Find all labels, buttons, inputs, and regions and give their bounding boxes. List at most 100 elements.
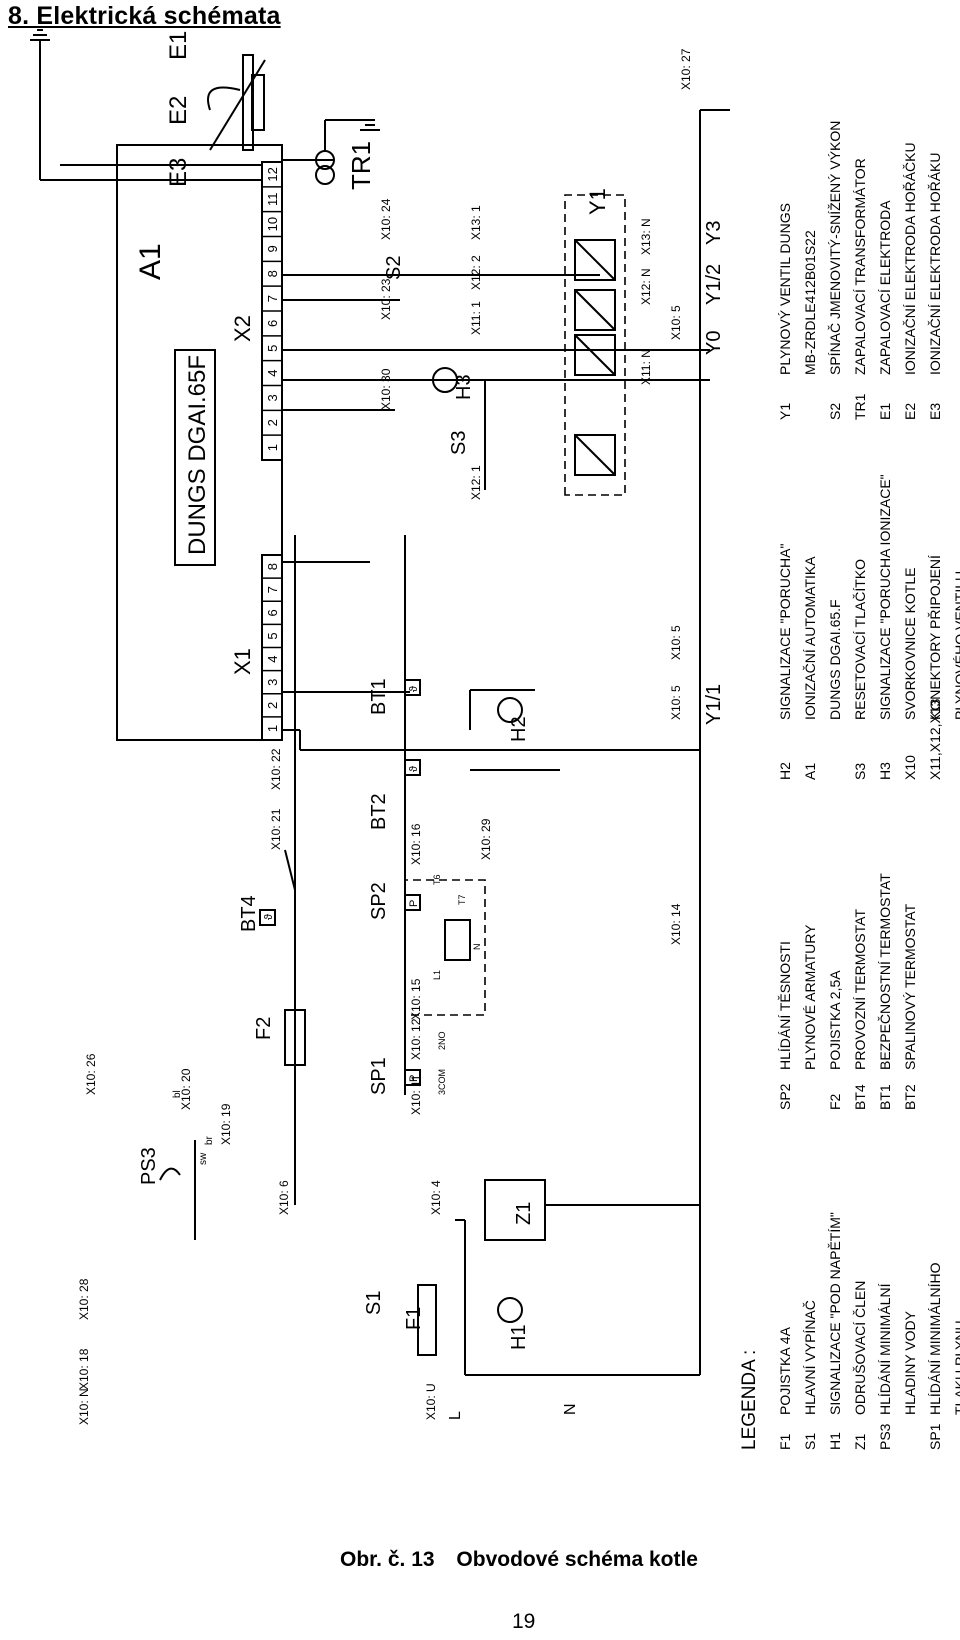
terminal-x11-1: X11: 1 — [469, 301, 483, 335]
legend-code: SP2 — [777, 1083, 793, 1110]
sp1-label: SP1 — [368, 1057, 390, 1095]
terminal-x10-24: X10: 24 — [379, 198, 393, 240]
terminal-x10-22: X10: 22 — [269, 748, 283, 790]
supply-section: F1 S1 L N H1 — [363, 1219, 700, 1420]
legend-code: S2 — [827, 403, 843, 420]
legend-text: HLADINY VODY — [902, 1310, 918, 1415]
h3-label: H3 — [453, 374, 475, 400]
legend-code: E3 — [927, 403, 943, 420]
terminal-x13-1: X13: 1 — [469, 205, 483, 240]
legend-code: S1 — [802, 1433, 818, 1450]
legend-text: HLÍDÁNÍ MINIMÁLNÍHO — [927, 1262, 943, 1415]
legend-code: H2 — [777, 762, 793, 780]
sp1-n-pin: N — [472, 944, 482, 951]
x1-pin-2: 2 — [265, 702, 280, 709]
bt1-bt2-h2: ϑ ϑ BT2 BT1 H2 — [368, 678, 560, 830]
legend-code: F1 — [777, 1433, 793, 1450]
sp2-label: SP2 — [368, 882, 390, 920]
x2-pin-4: 4 — [265, 369, 280, 376]
legend-text: BEZPEČNOSTNÍ TERMOSTAT — [877, 873, 893, 1070]
x1-pin-8: 8 — [265, 563, 280, 570]
terminal-x10-11: X10: 11 — [409, 1074, 423, 1115]
x1-pin-6: 6 — [265, 609, 280, 616]
terminal-x13-n: X13: N — [639, 218, 653, 255]
legend-text: SPÍNAČ JMENOVITÝ-SNÍŽENÝ VÝKON — [827, 121, 843, 375]
page-number: 19 — [512, 1610, 536, 1633]
legend-text: SIGNALIZACE "PORUCHA" — [777, 544, 793, 720]
terminal-x10-15: X10: 15 — [409, 978, 423, 1020]
ps3-label: PS3 — [138, 1147, 160, 1185]
figure-caption-title: Obvodové schéma kotle — [456, 1548, 698, 1571]
legend-text: SPALINOVÝ TERMOSTAT — [902, 903, 918, 1070]
legend-text: PROVOZNÍ TERMOSTAT — [852, 909, 868, 1070]
terminal-labels: X10: N X10: U X10: 18 X10: 28 X10: 4 X10… — [77, 48, 693, 1425]
legend-code: X11,X12,X13 — [927, 698, 943, 780]
h2-label: H2 — [508, 716, 530, 742]
legend-text: POJISTKA 4A — [777, 1326, 793, 1415]
terminal-x10-14: X10: 14 — [669, 903, 683, 945]
sp1-p-icon: P — [408, 1075, 420, 1082]
legend-text: RESETOVACÍ TLAČÍTKO — [852, 559, 868, 720]
legend-text: TLAKU PLYNU — [952, 1320, 960, 1415]
x1-pin-3: 3 — [265, 679, 280, 686]
ps3-water-level: PS3 sw bl br — [138, 1090, 215, 1240]
terminal-x12-2: X12: 2 — [469, 255, 483, 290]
tr1-label: TR1 — [346, 141, 376, 190]
s1-label: S1 — [363, 1291, 385, 1315]
terminal-x10-30: X10: 30 — [379, 368, 393, 410]
legend-code: S3 — [852, 763, 868, 780]
ps3-bl-pin: bl — [172, 1090, 183, 1098]
x2-pin-8: 8 — [265, 270, 280, 277]
n-label: N — [562, 1403, 579, 1415]
legend-column-1: F1 POJISTKA 4A S1 HLAVNÍ VYPÍNAČ H1 SIGNALIZA… — [777, 1212, 960, 1450]
h1-label: H1 — [508, 1324, 530, 1350]
x2-pin-5: 5 — [265, 345, 280, 352]
legend-text: SIGNALIZACE "POD NAPĚTÍM" — [827, 1212, 843, 1415]
terminal-x10-28: X10: 28 — [77, 1278, 91, 1320]
terminal-x11-n: X11: N — [639, 349, 653, 385]
x1-wiring — [282, 274, 710, 751]
legend-text: IONIZAČNÍ ELEKTRODA HOŘÁKU — [927, 153, 943, 375]
legend-text: IONIZAČNÍ ELEKTRODA HOŘÁČKU — [902, 142, 918, 375]
terminal-x10-16: X10: 16 — [409, 823, 423, 865]
legend-text: HLAVNÍ VYPÍNAČ — [802, 1300, 818, 1415]
legend-text: SIGNALIZACE "PORUCHA IONIZACE" — [877, 474, 893, 720]
legend-text: ZAPALOVACÍ ELEKTRODA — [877, 200, 893, 375]
legend-code: TR1 — [852, 393, 868, 420]
terminal-x10-26: X10: 26 — [84, 1053, 98, 1095]
l-label: L — [447, 1411, 464, 1420]
e1-label: E1 — [165, 31, 192, 60]
a1-unit: A1 DUNGS DGAI.65F — [116, 144, 283, 741]
terminal-x10-5a: X10: 5 — [669, 685, 683, 720]
legend-code: Z1 — [852, 1433, 868, 1450]
sp1-sp2-block: P P SP1 SP2 3COM 2NO L1 T6 T7 N — [368, 535, 486, 1095]
legend-code: F2 — [827, 1093, 843, 1110]
terminal-x10-12: X10: 12 — [409, 1018, 423, 1060]
x2-pin-6: 6 — [265, 320, 280, 327]
legend-code: BT2 — [902, 1084, 918, 1110]
terminal-x10-u: X10: U — [424, 1383, 438, 1420]
y1-2-label: Y1/2 — [703, 264, 725, 305]
figure-caption-number: Obr. č. 13 — [340, 1548, 435, 1571]
f1-label: F1 — [403, 1307, 425, 1330]
bt1-label: BT1 — [368, 678, 390, 715]
bt4-theta-icon: ϑ — [263, 914, 275, 920]
terminal-x10-5c: X10: 5 — [669, 305, 683, 340]
neutral-rail — [699, 109, 730, 1375]
legend-code: SP1 — [927, 1423, 943, 1450]
e2-label: E2 — [165, 96, 192, 125]
page-heading: 8. Elektrická schémata — [8, 2, 281, 30]
sp1-l1-pin: L1 — [432, 970, 442, 980]
terminal-x10-27: X10: 27 — [679, 48, 693, 90]
sp2-p-icon: P — [408, 900, 420, 907]
legend-text: HLÍDÁNÍ TĚSNOSTI — [777, 941, 793, 1070]
legend-code: H1 — [827, 1432, 843, 1450]
legend-text: IONIZAČNÍ AUTOMATIKA — [802, 556, 818, 720]
x2-pin-7: 7 — [265, 295, 280, 302]
legend-text: ODRUŠOVACÍ ČLEN — [852, 1281, 868, 1415]
x2-pin-10: 10 — [265, 217, 280, 231]
bt4-label: BT4 — [238, 895, 260, 932]
